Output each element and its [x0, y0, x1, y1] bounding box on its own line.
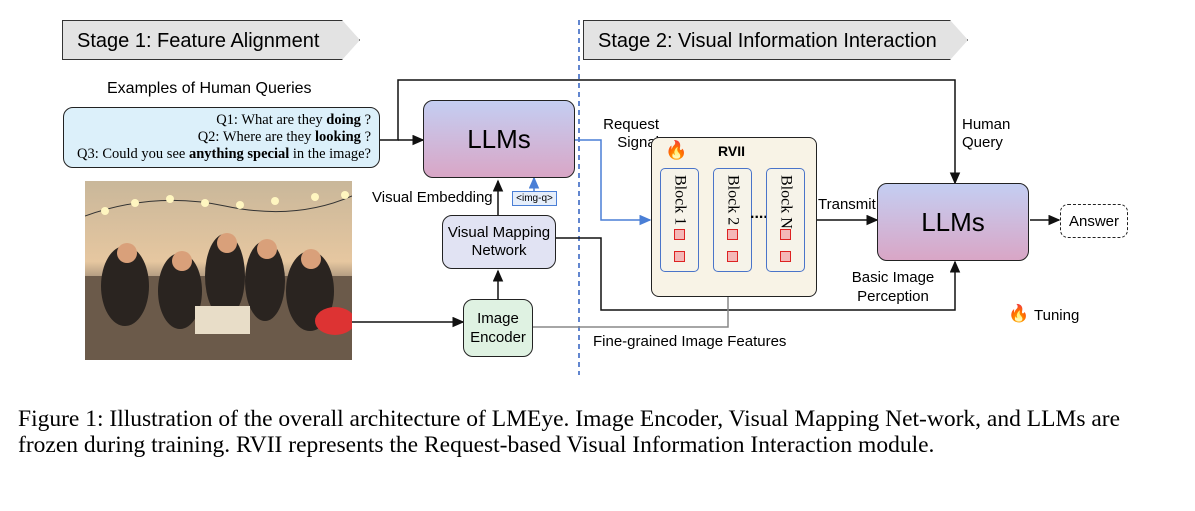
llm-right-label: LLMs — [921, 206, 985, 237]
stage2-tag: Stage 2: Visual Information Interaction — [583, 20, 968, 60]
basic-perception-arrow — [556, 237, 961, 311]
img-q-token: <img-q> — [512, 191, 557, 206]
image-encoder-box: Image Encoder — [463, 299, 533, 357]
block-2-label: Block 2 — [724, 175, 742, 226]
fine-grained-line — [533, 283, 729, 328]
vmn-box: Visual Mapping Network — [442, 215, 556, 269]
fine-grained-label: Fine-grained Image Features — [593, 333, 787, 350]
query-q1: Q1: What are they doing ? — [216, 112, 371, 128]
human-query-label: Human Query — [962, 116, 1011, 151]
tuning-label: Tuning — [1034, 307, 1080, 324]
block-n-label: Block N — [777, 175, 795, 229]
request-signal-arrow — [575, 139, 652, 226]
query-q2: Q2: Where are they looking ? — [197, 129, 371, 145]
stage1-tag: Stage 1: Feature Alignment — [62, 20, 360, 60]
block-1-label: Block 1 — [671, 175, 689, 226]
basic-perception-label: Basic Image Perception — [851, 269, 935, 305]
answer-label: Answer — [1068, 212, 1120, 230]
tuning-flame-icon: 🔥 — [1008, 304, 1030, 323]
image-encoder-label: Image Encoder — [470, 310, 526, 346]
llm-left-box: LLMs — [423, 100, 575, 178]
transmit-label: Transmit — [818, 196, 876, 213]
figure-caption: Figure 1: Illustration of the overall ar… — [18, 406, 1121, 458]
llm-right-box: LLMs — [877, 183, 1029, 261]
rvii-block-2: Block 2 — [713, 168, 752, 272]
rvii-block-n: Block N — [766, 168, 805, 272]
request-signal-label: Request Signal — [603, 116, 659, 151]
visual-embedding-label: Visual Embedding — [372, 189, 493, 206]
stage1-title: Stage 1: Feature Alignment — [77, 30, 320, 52]
queries-heading: Examples of Human Queries — [107, 80, 312, 97]
stage2-title: Stage 2: Visual Information Interaction — [598, 30, 937, 52]
vmn-label: Visual Mapping Network — [447, 224, 551, 259]
query-q3: Q3: Could you see anything special in th… — [76, 146, 371, 162]
rvii-block-1: Block 1 — [660, 168, 699, 272]
rvii-title: RVII — [718, 143, 745, 159]
rvii-flame-icon: 🔥 — [665, 140, 688, 160]
answer-box: Answer — [1060, 204, 1128, 238]
llm-left-label: LLMs — [467, 123, 531, 154]
beach-photo — [85, 181, 352, 360]
human-query-arrow — [380, 79, 961, 185]
queries-box: Q1: What are they doing ? Q2: Where are … — [63, 107, 380, 168]
